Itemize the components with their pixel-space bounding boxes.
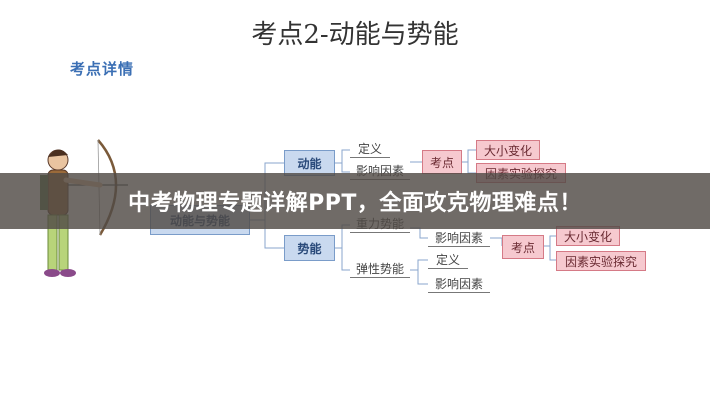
promo-banner: 中考物理专题详解PPT，全面攻克物理难点！ <box>0 173 710 229</box>
node-potential-exam-point: 考点 <box>502 235 544 259</box>
node-kinetic: 动能 <box>284 150 335 176</box>
node-elastic-definition: 定义 <box>428 251 468 269</box>
section-label: 考点详情 <box>70 60 135 78</box>
banner-text: 中考物理专题详解PPT，全面攻克物理难点！ <box>128 191 582 216</box>
node-potential: 势能 <box>284 235 335 261</box>
node-kinetic-definition: 定义 <box>350 140 390 158</box>
node-kinetic-exam-item: 大小变化 <box>476 140 540 160</box>
node-gravity-factors: 影响因素 <box>428 229 490 247</box>
node-kinetic-exam-point: 考点 <box>422 150 462 174</box>
node-elastic-potential: 弹性势能 <box>350 260 410 278</box>
node-potential-exam-item: 大小变化 <box>556 226 620 246</box>
node-elastic-factors: 影响因素 <box>428 275 490 293</box>
slide-title: 考点2-动能与势能 <box>251 20 459 50</box>
node-potential-exam-item: 因素实验探究 <box>556 251 646 271</box>
